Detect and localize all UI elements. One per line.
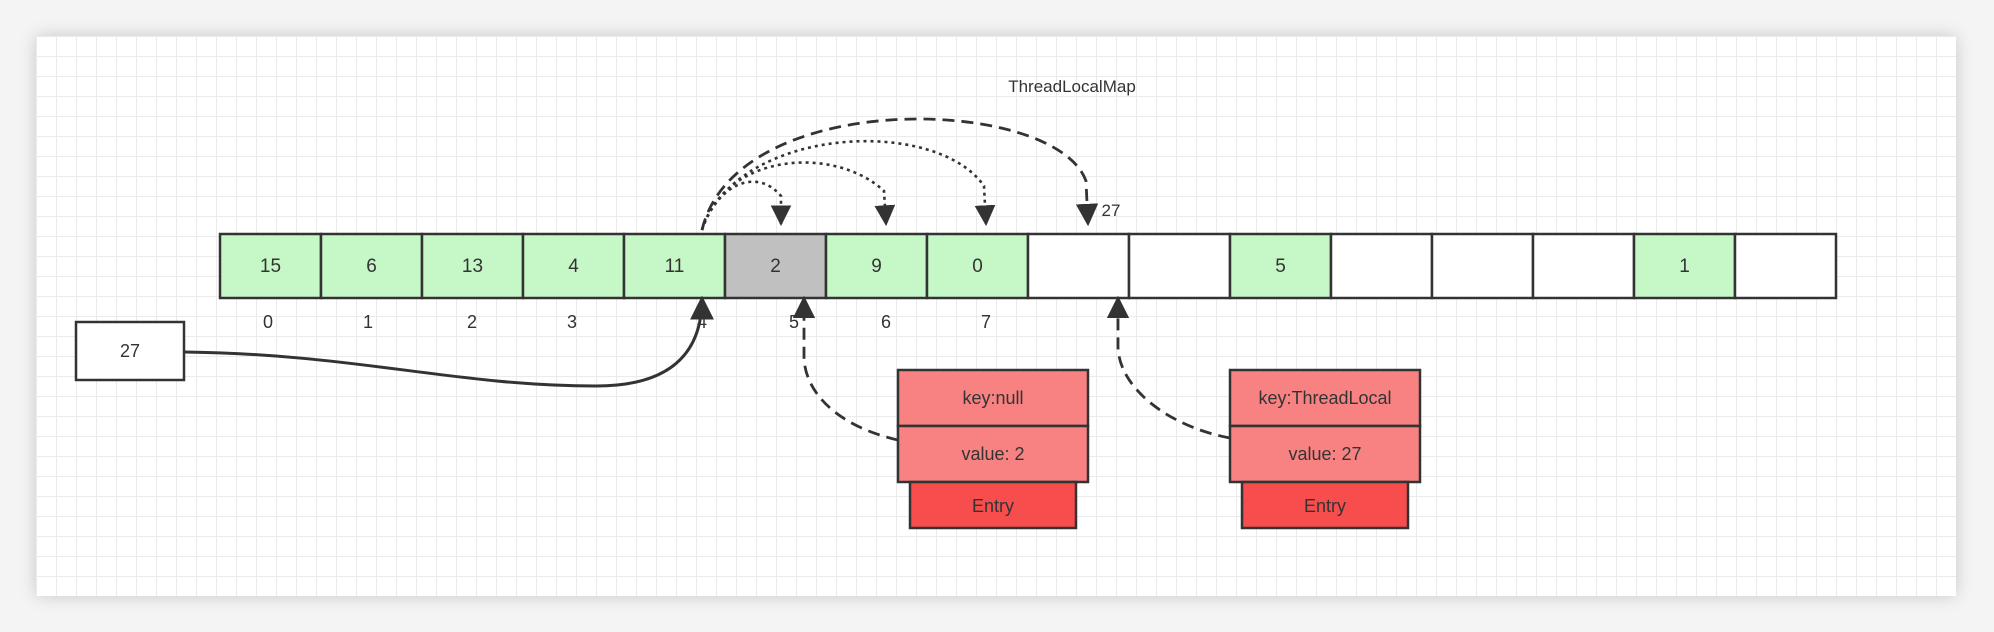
index-label: 4 — [697, 312, 707, 332]
hash-arrow — [183, 295, 714, 388]
array-cell-value: 13 — [462, 256, 483, 277]
array-cell-value: 2 — [770, 256, 781, 277]
array-cell-value: 1 — [1679, 256, 1690, 277]
array-cell — [824, 232, 929, 300]
map-title: ThreadLocalMap — [1008, 77, 1136, 96]
entry-caption-box — [1240, 480, 1410, 530]
incoming-key-label: 27 — [120, 341, 140, 361]
array-cell — [420, 232, 525, 300]
array-cell — [723, 232, 828, 300]
entry-value-label: value: 27 — [1288, 444, 1361, 464]
entry-key-label: key:ThreadLocal — [1258, 388, 1391, 408]
probe-arrow-to-7 — [700, 139, 996, 231]
index-labels: 0 1 2 3 4 5 6 7 — [263, 312, 991, 332]
array-cell — [1228, 232, 1333, 300]
array-cell — [1632, 232, 1737, 300]
probe-arrow-to-6 — [700, 161, 896, 231]
array-cell — [622, 232, 727, 300]
array-cell-value: 5 — [1275, 256, 1286, 277]
array-cell — [1430, 232, 1535, 300]
array-cell — [1531, 232, 1636, 300]
index-label: 1 — [363, 312, 373, 332]
array-cell — [1026, 232, 1131, 300]
array-cell — [925, 232, 1030, 300]
diagram-svg: ThreadLocalMap 15 6 13 4 11 2 9 0 5 1 0 1 2 3 4 5 6 7 27… — [74, 77, 1838, 530]
array-cell — [1733, 232, 1838, 300]
probe-target-label: 27 — [1102, 201, 1121, 220]
entry-key-box — [1228, 368, 1422, 428]
index-label: 0 — [263, 312, 273, 332]
array-cell — [1127, 232, 1232, 300]
entry-stale: key:null value: 2 Entry — [896, 368, 1090, 530]
array-cell-value: 6 — [366, 256, 377, 277]
entry-new: key:ThreadLocal value: 27 Entry — [1228, 368, 1422, 530]
entry-key-label: key:null — [962, 388, 1023, 408]
array-cell-value: 11 — [665, 256, 685, 277]
array-cell-value: 0 — [972, 256, 983, 277]
array-cells: 15 6 13 4 11 2 9 0 5 1 — [218, 232, 1838, 300]
array-cell — [319, 232, 424, 300]
index-label: 5 — [789, 312, 799, 332]
probe-arrow-to-5 — [700, 180, 792, 231]
array-cell-value: 9 — [871, 256, 882, 277]
array-cell — [1329, 232, 1434, 300]
entry-value-box — [896, 424, 1090, 484]
entry-caption-box — [908, 480, 1078, 530]
entry-value-label: value: 2 — [961, 444, 1024, 464]
array-cell-value: 15 — [260, 256, 281, 277]
index-label: 6 — [881, 312, 891, 332]
probe-arrow-to-8 — [700, 117, 1099, 231]
incoming-key-box — [74, 320, 186, 382]
entry-caption-label: Entry — [972, 496, 1014, 516]
entry-stale-arrow — [792, 295, 899, 442]
entry-new-arrow — [1106, 295, 1231, 440]
index-label: 2 — [467, 312, 477, 332]
array-cell — [218, 232, 323, 300]
diagram-canvas: ThreadLocalMap 15 6 13 4 11 2 9 0 5 1 0 1 2 3 4 5 6 7 27… — [36, 36, 1956, 596]
index-label: 7 — [981, 312, 991, 332]
entry-caption-label: Entry — [1304, 496, 1346, 516]
array-cell-value: 4 — [568, 256, 579, 277]
index-label: 3 — [567, 312, 577, 332]
